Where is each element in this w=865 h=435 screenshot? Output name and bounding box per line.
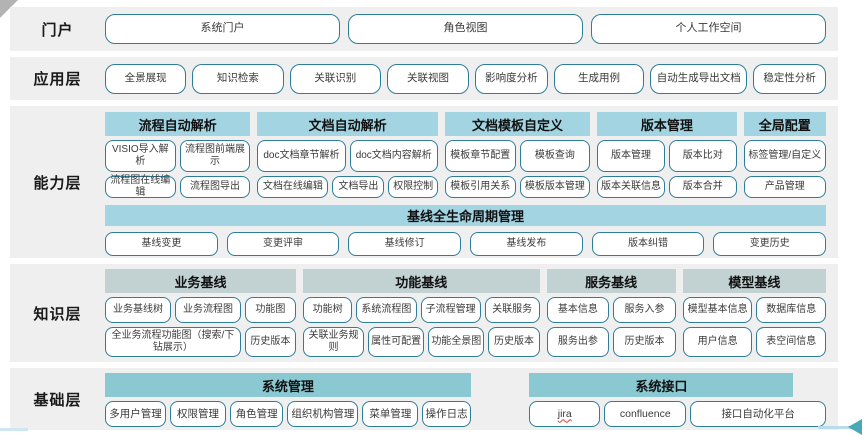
knowledge-chip[interactable]: 服务入参 (613, 297, 676, 323)
knowledge-chip[interactable]: 业务基线树 (105, 297, 171, 323)
capability-chip[interactable]: VISIO导入解析 (105, 140, 176, 172)
base-chip[interactable]: 操作日志 (422, 401, 471, 427)
baseline-chip[interactable]: 基线修订 (348, 232, 462, 256)
layer-band-application: 应用层 全景展现 知识检索 关联识别 关联视图 影响度分析 生成用例 自动生成导… (10, 57, 838, 100)
base-group-spacer (478, 373, 523, 428)
capability-chip[interactable]: 流程图在线编辑 (105, 175, 176, 198)
knowledge-chip[interactable]: 功能全景图 (428, 327, 485, 357)
knowledge-chip[interactable]: 数据库信息 (756, 297, 826, 323)
base-chip[interactable]: confluence (604, 401, 687, 427)
capability-chip[interactable]: 版本合并 (668, 176, 737, 198)
layer-label-base: 基础层 (33, 391, 82, 409)
knowledge-group-header: 服务基线 (546, 269, 676, 293)
layer-band-capability: 能力层 流程自动解析 VISIO导入解析 流程图前端展示 流程图在线编辑 流程图… (10, 106, 838, 258)
baseline-chip[interactable]: 基线变更 (105, 232, 218, 256)
bottom-left-line-decoration (0, 428, 28, 431)
layer-label-portal: 门户 (41, 21, 74, 39)
capability-chip[interactable]: doc文档内容解析 (349, 140, 438, 172)
baseline-section-header: 基线全生命周期管理 (105, 205, 826, 226)
baseline-chip[interactable]: 变更评审 (226, 232, 340, 256)
layer-band-knowledge: 知识层 业务基线 业务基线树 业务流程图 功能图 全业务流程功能图（搜索/下钻展… (10, 264, 838, 362)
knowledge-chip[interactable]: 子流程管理 (420, 297, 481, 323)
application-item[interactable]: 知识检索 (192, 63, 284, 94)
knowledge-chip[interactable]: 历史版本 (244, 327, 296, 357)
application-item[interactable]: 稳定性分析 (753, 63, 826, 94)
base-group-header: 系统管理 (105, 373, 471, 397)
application-item[interactable]: 关联视图 (386, 63, 469, 94)
knowledge-chip[interactable]: 关联服务 (484, 297, 540, 323)
base-chip[interactable]: 接口自动化平台 (690, 401, 826, 427)
bottom-right-line-decoration (818, 426, 858, 429)
capability-chip[interactable]: 流程图导出 (179, 176, 251, 198)
capability-chip[interactable]: doc文档章节解析 (257, 140, 346, 172)
base-chip[interactable]: 菜单管理 (362, 401, 419, 427)
layer-label-application: 应用层 (33, 71, 82, 88)
knowledge-chip[interactable]: 用户信息 (682, 327, 753, 357)
capability-chip[interactable]: 产品管理 (743, 176, 827, 198)
base-chip[interactable]: 角色管理 (229, 401, 284, 427)
knowledge-chip[interactable]: 全业务流程功能图（搜索/下钻展示） (105, 327, 241, 357)
capability-chip[interactable]: 流程图前端展示 (179, 140, 251, 172)
base-group-header: 系统接口 (529, 373, 794, 397)
baseline-chip[interactable]: 变更历史 (713, 232, 827, 256)
application-item[interactable]: 全景展现 (105, 63, 187, 94)
capability-chip[interactable]: 模板章节配置 (444, 140, 516, 172)
base-chip[interactable]: 权限管理 (169, 401, 226, 427)
capability-group-header: 全局配置 (743, 112, 827, 136)
layer-label-capability: 能力层 (33, 174, 82, 192)
portal-item[interactable]: 系统门户 (105, 14, 340, 44)
knowledge-chip[interactable]: 功能图 (244, 297, 296, 323)
knowledge-chip[interactable]: 服务出参 (546, 327, 610, 357)
capability-chip[interactable]: 模板引用关系 (444, 176, 516, 198)
knowledge-group-header: 业务基线 (105, 269, 296, 293)
capability-group-header: 版本管理 (597, 112, 737, 136)
capability-chip[interactable]: 权限控制 (388, 176, 438, 198)
knowledge-chip[interactable]: 历史版本 (613, 327, 676, 357)
baseline-chip[interactable]: 基线发布 (470, 232, 583, 256)
portal-item[interactable]: 角色视图 (348, 14, 583, 44)
layer-label-knowledge: 知识层 (33, 305, 82, 323)
knowledge-chip[interactable]: 业务流程图 (174, 297, 241, 323)
base-chip[interactable]: jira (529, 401, 601, 427)
capability-chip[interactable]: 标签管理/自定义 (743, 140, 827, 172)
knowledge-chip[interactable]: 系统流程图 (356, 297, 417, 323)
capability-chip[interactable]: 模板版本管理 (519, 176, 591, 198)
capability-chip[interactable]: 版本管理 (597, 140, 665, 172)
knowledge-chip[interactable]: 基本信息 (546, 297, 610, 323)
capability-chip[interactable]: 版本比对 (668, 140, 737, 172)
portal-item[interactable]: 个人工作空间 (591, 14, 826, 44)
knowledge-chip[interactable]: 历史版本 (488, 327, 540, 357)
knowledge-group-header: 功能基线 (302, 269, 540, 293)
arrow-left-icon (848, 419, 862, 435)
layer-band-portal: 门户 系统门户 角色视图 个人工作空间 (10, 7, 838, 51)
capability-chip[interactable]: 文档导出 (332, 176, 385, 198)
knowledge-chip[interactable]: 关联业务规则 (302, 327, 365, 357)
application-item[interactable]: 关联识别 (289, 63, 381, 94)
capability-group-header: 流程自动解析 (105, 112, 251, 136)
knowledge-chip[interactable]: 表空间信息 (756, 327, 826, 357)
knowledge-chip[interactable]: 属性可配置 (368, 327, 425, 357)
application-item[interactable]: 生成用例 (553, 63, 645, 94)
knowledge-chip[interactable]: 功能树 (302, 297, 353, 323)
knowledge-group-header: 模型基线 (682, 269, 826, 293)
baseline-chip[interactable]: 版本纠错 (591, 232, 705, 256)
capability-chip[interactable]: 版本关联信息 (597, 176, 665, 198)
capability-chip[interactable]: 文档在线编辑 (257, 176, 329, 198)
application-item[interactable]: 影响度分析 (475, 63, 548, 94)
base-chip[interactable]: 组织机构管理 (287, 401, 359, 427)
base-chip[interactable]: 多用户管理 (105, 401, 166, 427)
capability-group-header: 文档模板自定义 (444, 112, 591, 136)
knowledge-chip[interactable]: 模型基本信息 (682, 297, 753, 323)
capability-chip[interactable]: 模板查询 (519, 140, 591, 172)
application-item[interactable]: 自动生成导出文档 (650, 63, 748, 94)
layer-band-base: 基础层 系统管理 多用户管理 权限管理 角色管理 组织机构管理 菜单管理 操作日… (10, 368, 838, 430)
capability-group-header: 文档自动解析 (257, 112, 438, 136)
